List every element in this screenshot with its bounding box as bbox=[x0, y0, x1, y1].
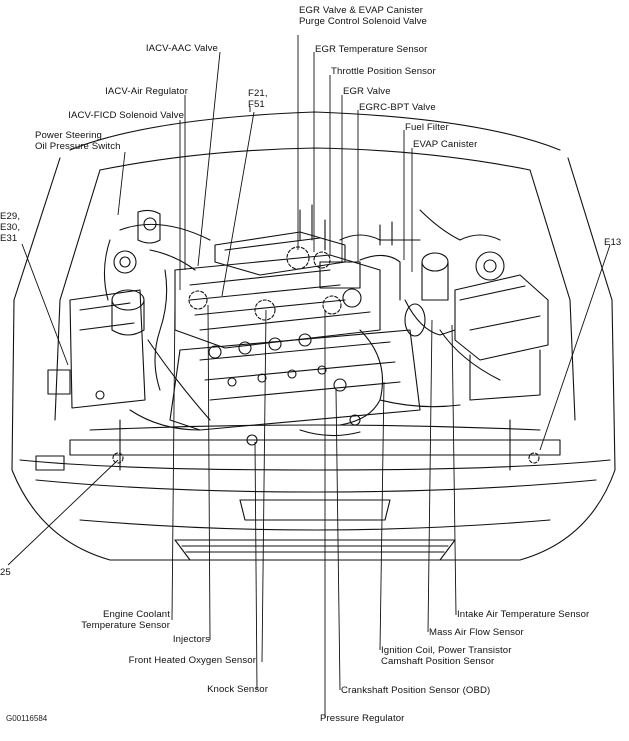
label-evap-canister: EVAP Canister bbox=[413, 139, 478, 150]
reservoirs bbox=[111, 209, 505, 336]
label-knock-sensor: Knock Sensor bbox=[207, 684, 268, 695]
intake-plenum bbox=[214, 231, 401, 308]
label-25: 25 bbox=[0, 567, 11, 578]
leader-lines bbox=[7, 35, 611, 718]
air-cleaner bbox=[404, 274, 549, 401]
callout-circles bbox=[112, 246, 540, 464]
label-egrc-bpt-valve: EGRC-BPT Valve bbox=[359, 102, 436, 113]
label-egr-valve: EGR Valve bbox=[343, 86, 391, 97]
label-e29-e30-e31: E29,E30,E31 bbox=[0, 211, 21, 244]
figure-id: G00116584 bbox=[6, 714, 48, 723]
hoses bbox=[103, 204, 501, 431]
label-iacv-air-regulator: IACV-Air Regulator bbox=[105, 86, 188, 97]
label-fuel-filter: Fuel Filter bbox=[405, 122, 449, 133]
label-intake-air-temp-sensor: Intake Air Temperature Sensor bbox=[457, 609, 590, 620]
label-e13: E13 bbox=[604, 237, 622, 248]
radiator-support bbox=[69, 419, 561, 471]
label-crankshaft-position-sensor: Crankshaft Position Sensor (OBD) bbox=[341, 685, 491, 696]
label-pressure-regulator: Pressure Regulator bbox=[320, 713, 405, 724]
label-f21-f51: F21,F51 bbox=[248, 88, 268, 110]
label-iacv-aac-valve: IACV-AAC Valve bbox=[145, 43, 218, 54]
label-throttle-position-sensor: Throttle Position Sensor bbox=[331, 66, 436, 77]
label-iacv-ficd-solenoid: IACV-FICD Solenoid Valve bbox=[68, 110, 184, 121]
battery bbox=[47, 289, 146, 409]
body-outline bbox=[11, 111, 616, 561]
label-front-heated-o2-sensor: Front Heated Oxygen Sensor bbox=[128, 655, 256, 666]
label-injectors: Injectors bbox=[172, 634, 210, 645]
label-egr-temp-sensor: EGR Temperature Sensor bbox=[315, 44, 428, 55]
label-mass-air-flow-sensor: Mass Air Flow Sensor bbox=[429, 627, 524, 638]
engine-block bbox=[169, 254, 421, 446]
